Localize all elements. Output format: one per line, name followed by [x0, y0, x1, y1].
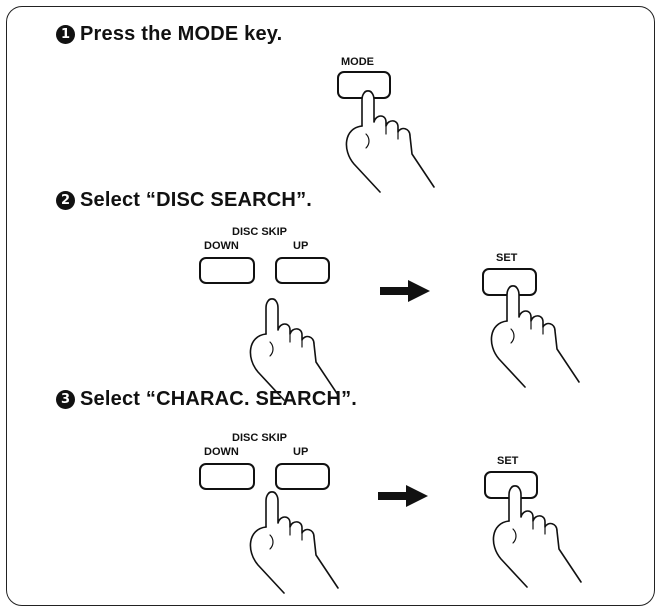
- disc-skip-down-key[interactable]: [199, 463, 255, 490]
- set-key[interactable]: [484, 471, 538, 499]
- right-arrow-icon: [380, 280, 430, 302]
- down-key-label: DOWN: [204, 240, 239, 252]
- disc-skip-label: DISC SKIP: [232, 432, 288, 444]
- mode-key-label: MODE: [341, 56, 374, 68]
- disc-skip-up-key[interactable]: [275, 463, 330, 490]
- step-1-number: 1: [56, 25, 75, 44]
- step-1-title: Press the MODE key.: [80, 23, 283, 45]
- step-3-heading: 3 Select “CHARAC. SEARCH”.: [56, 388, 357, 411]
- step-2-heading: 2 Select “DISC SEARCH”.: [56, 189, 312, 212]
- step-2-title: Select “DISC SEARCH”.: [80, 189, 313, 211]
- hand-pointer-icon: [345, 89, 435, 193]
- set-key-label: SET: [497, 455, 519, 467]
- step-3-title: Select “CHARAC. SEARCH”.: [80, 388, 358, 410]
- up-key-label: UP: [293, 240, 309, 252]
- set-key[interactable]: [482, 268, 537, 296]
- right-arrow-icon: [378, 485, 428, 507]
- down-key-label: DOWN: [204, 446, 239, 458]
- disc-skip-down-key[interactable]: [199, 257, 255, 284]
- hand-pointer-icon: [490, 284, 580, 388]
- step-1-heading: 1 Press the MODE key.: [56, 23, 282, 46]
- step-2-number: 2: [56, 191, 75, 210]
- step-3-number: 3: [56, 390, 75, 409]
- hand-pointer-icon: [492, 484, 582, 588]
- disc-skip-up-key[interactable]: [275, 257, 330, 284]
- hand-pointer-icon: [249, 490, 339, 594]
- set-key-label: SET: [496, 252, 518, 264]
- disc-skip-label: DISC SKIP: [232, 226, 288, 238]
- up-key-label: UP: [293, 446, 309, 458]
- hand-pointer-icon: [249, 297, 339, 401]
